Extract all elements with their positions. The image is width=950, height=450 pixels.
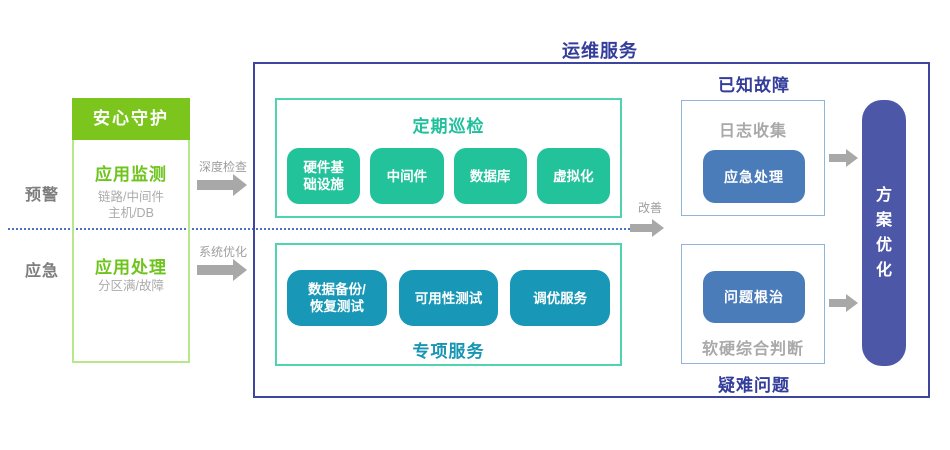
row-label-warning: 预警	[24, 187, 59, 204]
system-opt-label: 系统优化	[198, 245, 247, 259]
deep-check-arrow-icon	[197, 180, 233, 190]
app-handle-subtext: 分区满/故障	[98, 279, 164, 293]
emergency-handling-chip: 应急处理	[703, 150, 805, 203]
app-handle-title: 应用处理	[95, 258, 167, 277]
chip-backup-recovery-test: 数据备份/ 恢复测试	[287, 270, 387, 326]
deep-check-label: 深度检查	[198, 160, 247, 174]
chip-availability-test: 可用性测试	[398, 270, 499, 326]
known-fault-box: 日志收集 应急处理	[681, 100, 825, 216]
app-monitor-subtext: 链路/中间件 主机/DB	[98, 190, 164, 220]
chip-tuning-service: 调优服务	[510, 270, 611, 326]
known-fault-title: 已知故障	[718, 76, 790, 95]
chip-database: 数据库	[453, 148, 527, 204]
chip-virtualization: 虚拟化	[536, 148, 610, 204]
improve-label: 改善	[637, 201, 662, 215]
difficult-problem-title: 疑难问题	[718, 376, 790, 395]
special-items-row: 数据备份/ 恢复测试 可用性测试 调优服务	[287, 270, 611, 326]
problem-eradication-chip: 问题根治	[703, 271, 805, 323]
guard-box: 安心守护 应用监测 链路/中间件 主机/DB 应用处理 分区满/故障	[72, 98, 190, 363]
combined-judgement-label: 软硬综合判断	[701, 341, 804, 358]
log-collection-label: 日志收集	[718, 123, 787, 140]
app-monitor-title: 应用监测	[95, 165, 167, 184]
difficult-problem-box: 问题根治 软硬综合判断	[681, 244, 825, 364]
improve-arrow-icon	[630, 224, 652, 232]
chip-middleware: 中间件	[370, 148, 444, 204]
solution-optimization-label: 方案优化	[875, 187, 892, 279]
ops-service-box	[253, 62, 930, 398]
solution-optimization-pill: 方案优化	[862, 100, 906, 366]
inspection-section: 定期巡检 硬件基 础设施 中间件 数据库 虚拟化	[275, 98, 622, 218]
ops-service-title: 运维服务	[562, 41, 638, 61]
guard-box-header: 安心守护	[72, 98, 190, 140]
special-service-title: 专项服务	[412, 342, 485, 361]
system-opt-arrow-icon	[197, 265, 233, 275]
difficult-problem-arrow-icon	[829, 299, 846, 307]
special-service-section: 数据备份/ 恢复测试 可用性测试 调优服务 专项服务	[275, 243, 622, 366]
known-fault-arrow-icon	[829, 154, 846, 162]
inspection-items-row: 硬件基 础设施 中间件 数据库 虚拟化	[287, 148, 610, 204]
chip-hardware-infra: 硬件基 础设施	[287, 148, 361, 204]
inspection-title: 定期巡检	[412, 117, 485, 136]
row-label-emergency: 应急	[24, 263, 59, 280]
warning-emergency-divider	[8, 228, 642, 230]
